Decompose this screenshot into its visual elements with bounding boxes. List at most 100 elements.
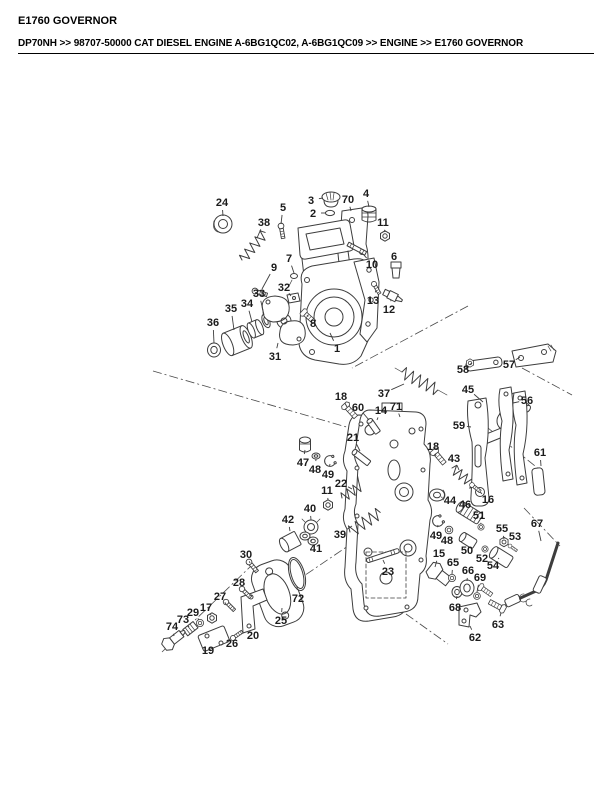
part-label-51: 51 — [473, 510, 485, 522]
part-label-4: 4 — [363, 188, 370, 200]
part-label-62: 62 — [469, 632, 481, 644]
part-label-71: 71 — [390, 401, 402, 413]
linkage-levers — [340, 343, 557, 507]
part-label-70: 70 — [342, 194, 354, 206]
part-label-38: 38 — [258, 217, 270, 229]
leader-line-67 — [538, 530, 542, 542]
cover-plate-assembly — [161, 557, 307, 652]
leader-line-43 — [456, 465, 460, 471]
part-label-74: 74 — [166, 621, 179, 633]
part-label-68: 68 — [449, 602, 461, 614]
part-label-1: 1 — [334, 343, 340, 355]
part-label-7: 7 — [286, 253, 292, 265]
leader-line-33 — [260, 300, 265, 316]
leader-line-5 — [280, 214, 283, 225]
part-label-33: 33 — [253, 288, 265, 300]
part-label-63: 63 — [492, 619, 504, 631]
leader-line-30 — [248, 561, 251, 564]
part-label-65: 65 — [447, 557, 459, 569]
leader-line-32 — [288, 293, 292, 297]
part-label-11: 11 — [377, 217, 389, 229]
part-label-3: 3 — [308, 195, 314, 207]
leader-line-69 — [476, 584, 479, 593]
leader-line-9 — [261, 273, 271, 290]
leader-line-36 — [212, 329, 215, 344]
part-label-21: 21 — [347, 432, 359, 444]
leader-line-27 — [224, 602, 227, 605]
breadcrumb: DP70NH >> 98707-50000 CAT DIESEL ENGINE … — [18, 38, 524, 49]
part-label-67: 67 — [531, 518, 543, 530]
part-label-49: 49 — [430, 530, 442, 542]
leader-line-37 — [391, 383, 405, 391]
part-label-69: 69 — [474, 572, 486, 584]
part-label-61: 61 — [534, 447, 546, 459]
part-label-22: 22 — [335, 478, 347, 490]
part-label-48: 48 — [309, 464, 321, 476]
leader-line-41 — [310, 539, 313, 542]
leader-line-68 — [455, 595, 458, 600]
part-label-10: 10 — [366, 259, 378, 271]
leader-line-55 — [502, 535, 505, 540]
springs — [340, 367, 475, 535]
governor-housing — [342, 402, 433, 622]
leader-line-42 — [288, 526, 291, 532]
leader-line-60 — [362, 412, 370, 421]
governor-case-assembly — [297, 207, 380, 365]
part-label-8: 8 — [310, 318, 316, 330]
leader-line-45 — [473, 393, 484, 403]
leader-line-16 — [479, 491, 483, 495]
leader-line-18 — [434, 453, 437, 457]
part-label-19: 19 — [202, 645, 214, 657]
leader-line-73 — [187, 625, 190, 628]
part-label-39: 39 — [334, 529, 346, 541]
flyweight-and-bushings — [207, 295, 306, 358]
part-label-55: 55 — [496, 523, 508, 535]
leader-line-54 — [497, 557, 500, 560]
leader-line-71 — [398, 413, 401, 418]
part-label-11: 11 — [321, 485, 333, 497]
leader-line-1 — [329, 332, 335, 341]
leader-line-63 — [499, 612, 502, 617]
part-label-52: 52 — [476, 553, 488, 565]
part-label-13: 13 — [367, 295, 379, 307]
leader-line-17 — [209, 613, 212, 616]
part-label-48: 48 — [441, 535, 453, 547]
leader-line-34 — [248, 310, 253, 323]
leader-line-23 — [382, 559, 386, 564]
part-label-14: 14 — [375, 405, 388, 417]
part-label-18: 18 — [427, 441, 439, 453]
leader-line-58 — [469, 362, 473, 365]
part-label-16: 16 — [482, 494, 494, 506]
leader-line-15 — [434, 560, 438, 568]
part-label-59: 59 — [453, 420, 465, 432]
leader-line-59 — [466, 425, 472, 428]
part-label-45: 45 — [462, 384, 474, 396]
part-label-57: 57 — [503, 359, 515, 371]
part-label-2: 2 — [310, 208, 316, 220]
part-label-41: 41 — [310, 543, 322, 555]
part-label-30: 30 — [240, 549, 252, 561]
part-label-40: 40 — [304, 503, 316, 515]
leader-line-4 — [367, 200, 370, 208]
part-label-47: 47 — [297, 457, 309, 469]
leader-line-62 — [469, 625, 473, 630]
part-label-46: 46 — [459, 499, 471, 511]
part-label-26: 26 — [226, 638, 238, 650]
part-label-56: 56 — [521, 395, 533, 407]
leader-line-38 — [256, 229, 262, 239]
leader-line-47 — [303, 449, 306, 455]
leader-line-7 — [291, 265, 295, 274]
part-label-12: 12 — [383, 304, 395, 316]
leader-line-31 — [276, 342, 279, 349]
part-label-15: 15 — [433, 548, 445, 560]
part-label-60: 60 — [352, 402, 364, 414]
part-label-9: 9 — [271, 262, 277, 274]
page-title: E1760 GOVERNOR — [18, 15, 118, 27]
part-label-32: 32 — [278, 282, 290, 294]
part-label-58: 58 — [457, 364, 469, 376]
leader-line-14 — [376, 417, 379, 421]
part-label-28: 28 — [233, 577, 245, 589]
leader-line-35 — [231, 315, 235, 331]
part-label-35: 35 — [225, 303, 237, 315]
